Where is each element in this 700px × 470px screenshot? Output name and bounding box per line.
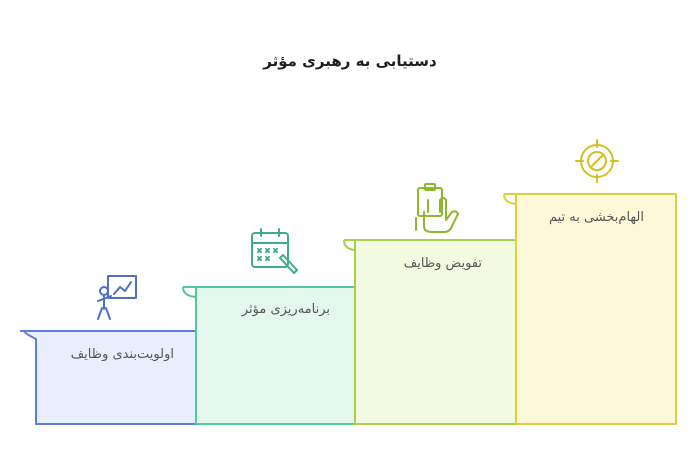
step-1 — [20, 330, 197, 425]
step-3-label: تفویض وظایف — [403, 256, 482, 271]
step-4 — [503, 193, 677, 425]
clipboard-hand-icon — [415, 183, 459, 233]
step-2-label: برنامه‌ریزی مؤثر — [241, 302, 330, 317]
step-4-label: الهام‌بخشی به تیم — [548, 210, 644, 225]
step-4-block — [515, 193, 677, 425]
diagram-title: دستیابی به رهبری مؤثر — [263, 52, 437, 70]
step-1-block — [23, 330, 197, 425]
calendar-edit-icon — [251, 228, 298, 274]
target-icon — [575, 139, 619, 183]
step-1-label: اولویت‌بندی وظایف — [70, 347, 174, 362]
presenter-board-icon — [97, 275, 137, 320]
